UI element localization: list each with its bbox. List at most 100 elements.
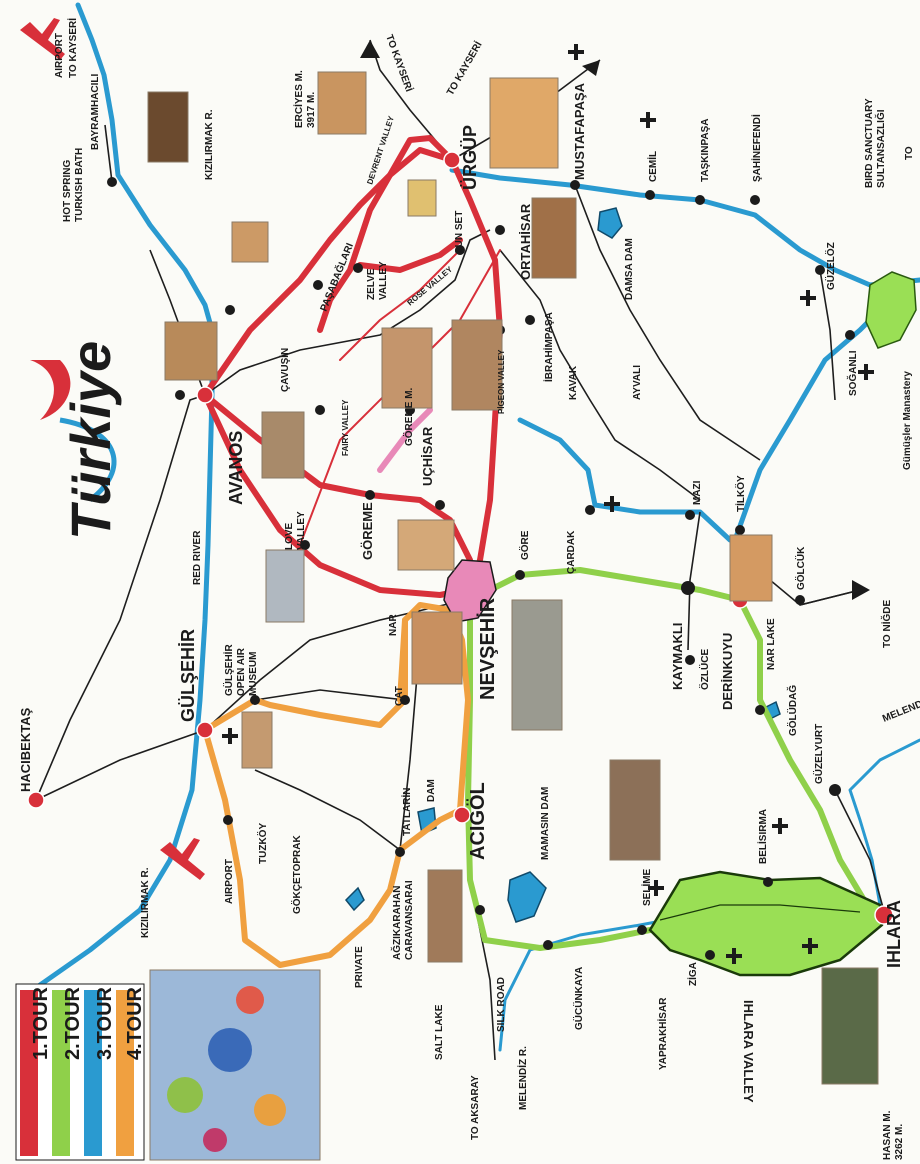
dot-kaymakli	[681, 581, 695, 595]
tour-4-route[interactable]	[202, 602, 471, 968]
label-gulsehir-open-air: GÜLŞEHİR	[222, 644, 235, 696]
label-to-aksaray: TO AKSARAY	[470, 1075, 481, 1140]
arrows	[360, 40, 870, 606]
label-sunset: SUN SET	[454, 211, 465, 254]
label-belisirma: BELİSIRMA	[756, 809, 769, 864]
map-labels: AIRPORT TO KAYSERİ BAYRAMHACILI HOT SPRI…	[18, 18, 920, 1160]
label-tatlarin: TATLARİN	[400, 787, 413, 836]
church-cross-icon	[222, 44, 874, 964]
label-acigol: ACIGÖL	[466, 782, 489, 860]
label-zelve: ZELVE	[366, 268, 377, 300]
label-fairy-valley: FAIRY VALLEY	[341, 399, 350, 456]
blue-river-east	[449, 167, 920, 288]
photo-urgup	[489, 77, 559, 169]
label-taskinpasa: TAŞKINPAŞA	[700, 118, 711, 182]
label-open-air: OPEN AIR	[236, 647, 247, 696]
label-sultansazligi: SULTANSAZLIĞI	[874, 109, 887, 188]
label-ozluce: ÖZLÜCE	[698, 649, 711, 690]
brand-name: Türkiye	[59, 341, 122, 540]
label-gumusler: Gümüşler Manastery	[902, 371, 913, 470]
label-ayvali: AYVALI	[632, 365, 643, 400]
label-hasan-alt: 3262 M.	[894, 1124, 905, 1160]
melendiz-river-upper	[848, 738, 920, 907]
photo-hasan	[821, 967, 879, 1085]
label-dam: DAM	[426, 779, 437, 802]
label-golodag: GÖLÜDAĞ	[786, 685, 799, 736]
label-ortahisar: ORTAHİSAR	[518, 203, 533, 280]
label-cardak: ÇARDAK	[566, 530, 577, 574]
label-ibrahimpasa: İBRAHİMPAŞA	[542, 312, 555, 382]
label-to-kayseri-1: TO KAYSERİ	[66, 18, 79, 78]
label-gucunkaya: GÜCÜNKAYA	[572, 967, 585, 1030]
label-tilkoy: TİLKÖY	[734, 475, 747, 512]
label-uchisar: UÇHİSAR	[420, 426, 435, 486]
nevsehir-center[interactable]	[443, 559, 497, 623]
label-hacibektas: HACIBEKTAŞ	[18, 707, 33, 792]
label-erciyes: ERCİYES M.	[292, 70, 305, 128]
label-soganli: SOĞANLI	[846, 350, 859, 396]
photo-sunset	[407, 179, 437, 217]
towns[interactable]	[27, 151, 894, 960]
label-private: PRIVATE	[354, 946, 365, 988]
gokcetoprak-lake	[344, 886, 365, 912]
label-erciyes-alt: 3917 M.	[306, 92, 317, 128]
label-goreme: GÖREME	[360, 502, 375, 560]
label-cemil: CEMİL	[646, 151, 659, 182]
kizilirmak-river	[17, 2, 215, 1003]
label-urgup: ÜRGÜP	[460, 125, 480, 190]
dot-hacibektas	[27, 791, 45, 809]
legend-tour-1: 1.TOUR	[30, 986, 52, 1060]
label-kizilirmak-1: KIZILIRMAK R.	[204, 109, 215, 180]
label-gokcetoprak: GÖKÇETOPRAK	[290, 835, 303, 914]
label-silk-road: SILK ROAD	[496, 977, 507, 1032]
label-turkish-bath: TURKISH BATH	[74, 148, 85, 222]
bird-sanctuary-lake	[865, 271, 917, 349]
label-ziga: ZİGA	[686, 962, 699, 986]
label-love-valley: VALLEY	[296, 511, 307, 550]
photo-agzikarahan	[427, 869, 463, 963]
photo-love-valley	[265, 549, 305, 623]
dot-gulsehir	[196, 721, 214, 739]
legend-tour-3: 3.TOUR	[94, 986, 116, 1060]
label-tuzkoy: TUZKÖY	[256, 823, 269, 864]
label-avanos: AVANOS	[226, 431, 246, 505]
label-nevsehir: NEVŞEHİR	[476, 597, 499, 700]
label-to-kayseri-3: TO KAYSERİ	[443, 39, 484, 98]
dot-acigol	[453, 806, 471, 824]
label-ihlara-valley: IHLARA VALLEY	[741, 1000, 756, 1103]
label-melendiz-r: MELENDİZ R.	[516, 1046, 529, 1110]
photo-pasabag	[231, 221, 269, 263]
label-mamasin: MAMASIN DAM	[540, 787, 551, 860]
label-kaymakli: KAYMAKLI	[670, 623, 685, 690]
label-bird-sanctuary: BIRD SANCTUARY	[864, 98, 875, 188]
label-bayramhacili: BAYRAMHACILI	[90, 73, 101, 150]
photo-fairy-chimneys-top	[147, 91, 189, 163]
tour-2-route[interactable]	[465, 567, 884, 977]
photo-avanos	[164, 321, 218, 381]
label-love: LOVE	[284, 522, 295, 550]
label-sahinefendi: ŞAHİNEFENDİ	[750, 114, 763, 182]
label-red-river: RED RIVER	[192, 530, 203, 585]
label-goreme-m: GÖREME M.	[402, 387, 415, 446]
label-mustafapasa: MUSTAFAPAŞA	[572, 82, 587, 180]
damsa-dam-lake	[597, 207, 623, 239]
label-cavusin: ÇAVUŞİN	[278, 348, 291, 392]
ihlara-valley	[648, 870, 884, 977]
photo-derinkuyu	[729, 534, 773, 602]
photo-nevsehir	[511, 599, 563, 731]
photo-goreme	[397, 519, 455, 571]
legend-tour-2: 2.TOUR	[62, 986, 84, 1060]
label-selime: SELİME	[640, 868, 653, 906]
label-caravansarai: CARAVANSARAI	[404, 880, 415, 960]
label-gore: GÖRE	[518, 530, 531, 560]
turkiye-logo: Türkiye	[30, 341, 122, 540]
label-damsa: DAMSA DAM	[624, 238, 635, 300]
legend-tour-4: 4.TOUR	[124, 986, 146, 1060]
label-guzelyurt: GÜZELYURT	[812, 724, 825, 784]
photo-erciyes	[317, 71, 367, 135]
label-guzeloz: GÜZELÖZ	[824, 242, 837, 290]
label-to-nigde: TO NİĞDE	[880, 600, 893, 648]
photo-gulsehir	[241, 711, 273, 769]
